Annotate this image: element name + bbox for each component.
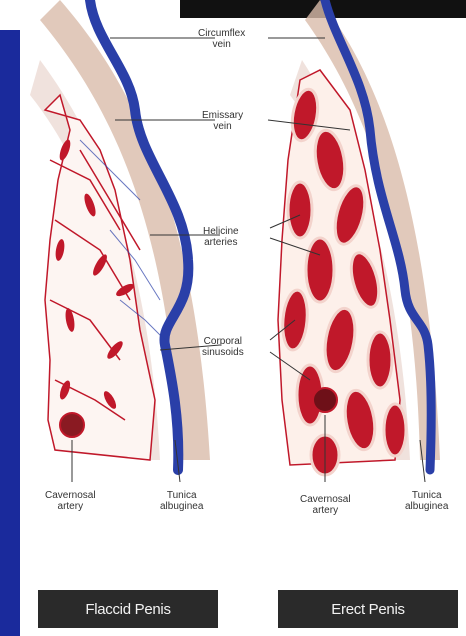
label-cavernosal-artery-right: Cavernosal artery	[300, 494, 351, 516]
label-tunica-albuginea-right: Tunica albuginea	[405, 490, 448, 512]
cavernosal-artery-right	[313, 388, 337, 412]
label-cavernosal-artery-left: Cavernosal artery	[45, 490, 96, 512]
caption-erect-penis: Erect Penis	[278, 590, 458, 628]
label-tunica-albuginea-left: Tunica albuginea	[160, 490, 203, 512]
label-helicine-arteries: Helicine arteries	[203, 226, 239, 248]
anatomy-diagram	[20, 0, 466, 636]
cavernosal-artery-left	[60, 413, 84, 437]
label-emissary-vein: Emissary vein	[202, 110, 243, 132]
label-circumflex-vein: Circumflex vein	[198, 28, 245, 50]
label-corporal-sinusoids: Corporal sinusoids	[202, 336, 244, 358]
caption-flaccid-penis: Flaccid Penis	[38, 590, 218, 628]
slide-side-bar	[0, 30, 20, 636]
